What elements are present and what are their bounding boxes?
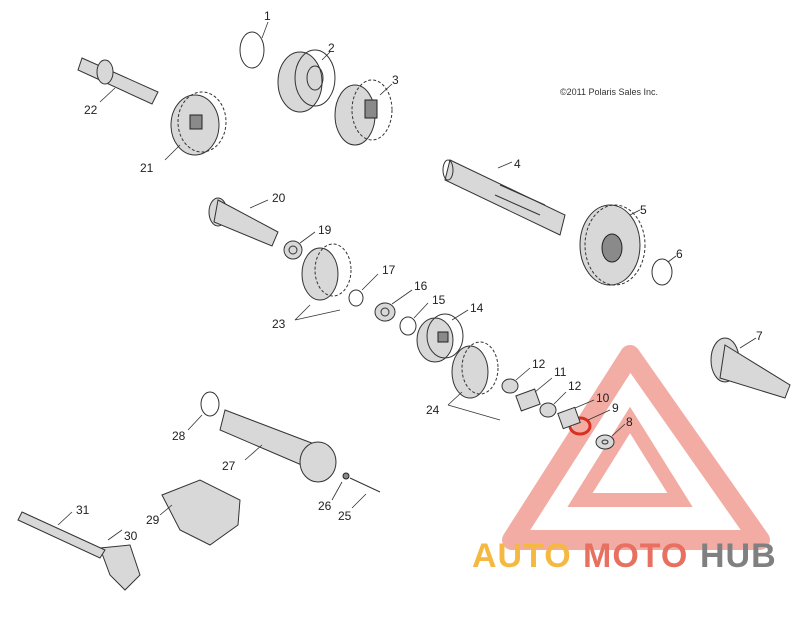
part-10-bushing bbox=[557, 399, 595, 430]
callout-19: 19 bbox=[318, 223, 332, 237]
part-11-bushing bbox=[515, 377, 553, 412]
callout-31: 31 bbox=[76, 503, 90, 517]
part-27-shift-drum bbox=[219, 409, 337, 483]
callout-4: 4 bbox=[514, 157, 521, 171]
callout-25: 25 bbox=[338, 509, 352, 523]
watermark-logo bbox=[502, 345, 770, 550]
part-2-bearing bbox=[277, 49, 336, 113]
part-28-ring bbox=[187, 391, 220, 431]
part-20-shaft bbox=[208, 197, 279, 247]
part-16-washer bbox=[374, 289, 413, 322]
callout-15: 15 bbox=[432, 293, 446, 307]
callout-labels: 1 2 3 4 5 6 7 8 9 10 11 12 12 14 15 16 1… bbox=[76, 9, 763, 543]
part-29-housing bbox=[159, 479, 241, 546]
part-17-ring bbox=[348, 273, 379, 307]
copyright-text: ©2011 Polaris Sales Inc. bbox=[560, 87, 658, 97]
callout-1: 1 bbox=[264, 9, 271, 23]
callout-6: 6 bbox=[676, 247, 683, 261]
part-12b-washer bbox=[539, 391, 567, 418]
callout-8: 8 bbox=[626, 415, 633, 429]
callout-22: 22 bbox=[84, 103, 98, 117]
part-7-shaft bbox=[710, 337, 791, 399]
part-23-gear-assembly bbox=[294, 243, 352, 321]
callout-12a: 12 bbox=[532, 357, 546, 371]
callout-28: 28 bbox=[172, 429, 186, 443]
callout-9: 9 bbox=[612, 401, 619, 415]
part-4-shaft bbox=[442, 159, 566, 236]
callout-10: 10 bbox=[596, 391, 610, 405]
callout-27: 27 bbox=[222, 459, 236, 473]
callout-11: 11 bbox=[554, 365, 567, 379]
part-31-rod bbox=[17, 511, 106, 559]
part-24-gear-assembly bbox=[447, 341, 501, 421]
part-15-ring bbox=[399, 302, 429, 336]
callout-3: 3 bbox=[392, 73, 399, 87]
callout-30: 30 bbox=[124, 529, 138, 543]
callout-12b: 12 bbox=[568, 379, 582, 393]
callout-21: 21 bbox=[140, 161, 154, 175]
part-1-snap-ring bbox=[239, 21, 269, 69]
callout-26: 26 bbox=[318, 499, 332, 513]
part-22-shaft bbox=[77, 57, 159, 105]
brand-part1: AUTO bbox=[472, 537, 572, 575]
callout-20: 20 bbox=[272, 191, 286, 205]
part-26-ball bbox=[331, 472, 350, 501]
callout-17: 17 bbox=[382, 263, 396, 277]
callout-14: 14 bbox=[470, 301, 484, 315]
callout-23: 23 bbox=[272, 317, 286, 331]
callout-7: 7 bbox=[756, 329, 763, 343]
brand-part3: HUB bbox=[700, 537, 777, 575]
part-25-pin bbox=[349, 477, 381, 509]
part-14-hub bbox=[416, 309, 469, 363]
callout-16: 16 bbox=[414, 279, 428, 293]
part-3-gear bbox=[334, 79, 393, 146]
part-5-gear bbox=[579, 204, 646, 286]
callout-5: 5 bbox=[640, 203, 647, 217]
part-21-gear bbox=[164, 91, 227, 161]
callout-29: 29 bbox=[146, 513, 160, 527]
callout-2: 2 bbox=[328, 41, 335, 55]
part-8-washer bbox=[595, 423, 626, 450]
part-30-fork bbox=[99, 529, 141, 591]
part-12a-washer bbox=[501, 367, 531, 394]
part-6-snap-ring bbox=[651, 255, 677, 286]
brand-part2: MOTO bbox=[583, 537, 688, 575]
watermark-brand-text: AUTO MOTO HUB bbox=[472, 537, 777, 575]
callout-24: 24 bbox=[426, 403, 440, 417]
part-19-washer bbox=[283, 231, 316, 260]
